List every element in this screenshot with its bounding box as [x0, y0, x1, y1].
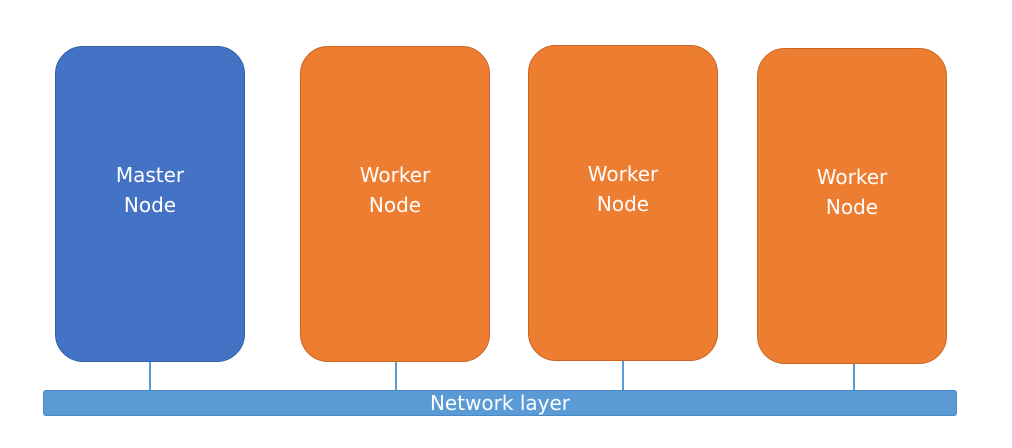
- network-layer-bar: Network layer: [43, 390, 957, 416]
- master-node: Master Node: [55, 46, 245, 362]
- connector-worker-3: [853, 364, 855, 390]
- worker-node-3-label-line1: Worker: [816, 165, 888, 189]
- worker-node-1: Worker Node: [300, 46, 490, 362]
- worker-node-2-label-line2: Node: [596, 192, 650, 216]
- worker-node-2-label-line1: Worker: [587, 162, 659, 186]
- worker-node-2: Worker Node: [528, 45, 718, 361]
- worker-node-1-label-line2: Node: [368, 193, 422, 217]
- connector-worker-2: [622, 361, 624, 390]
- network-layer-label: Network layer: [429, 391, 571, 415]
- master-node-label-line1: Master: [115, 163, 185, 187]
- worker-node-3: Worker Node: [757, 48, 947, 364]
- worker-node-1-label-line1: Worker: [359, 163, 431, 187]
- connector-master: [149, 362, 151, 390]
- worker-node-3-label-line2: Node: [825, 195, 879, 219]
- connector-worker-1: [395, 362, 397, 390]
- master-node-label-line2: Node: [123, 193, 177, 217]
